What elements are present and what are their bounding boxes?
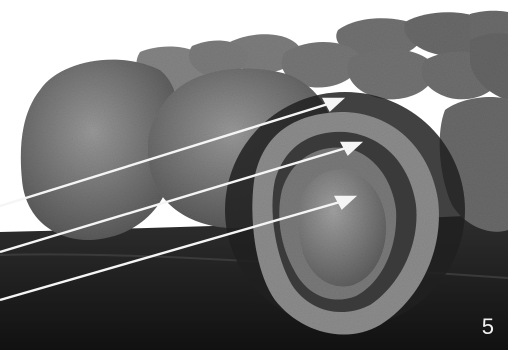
- inner-core: [298, 170, 386, 287]
- panel-number: 5: [482, 316, 494, 338]
